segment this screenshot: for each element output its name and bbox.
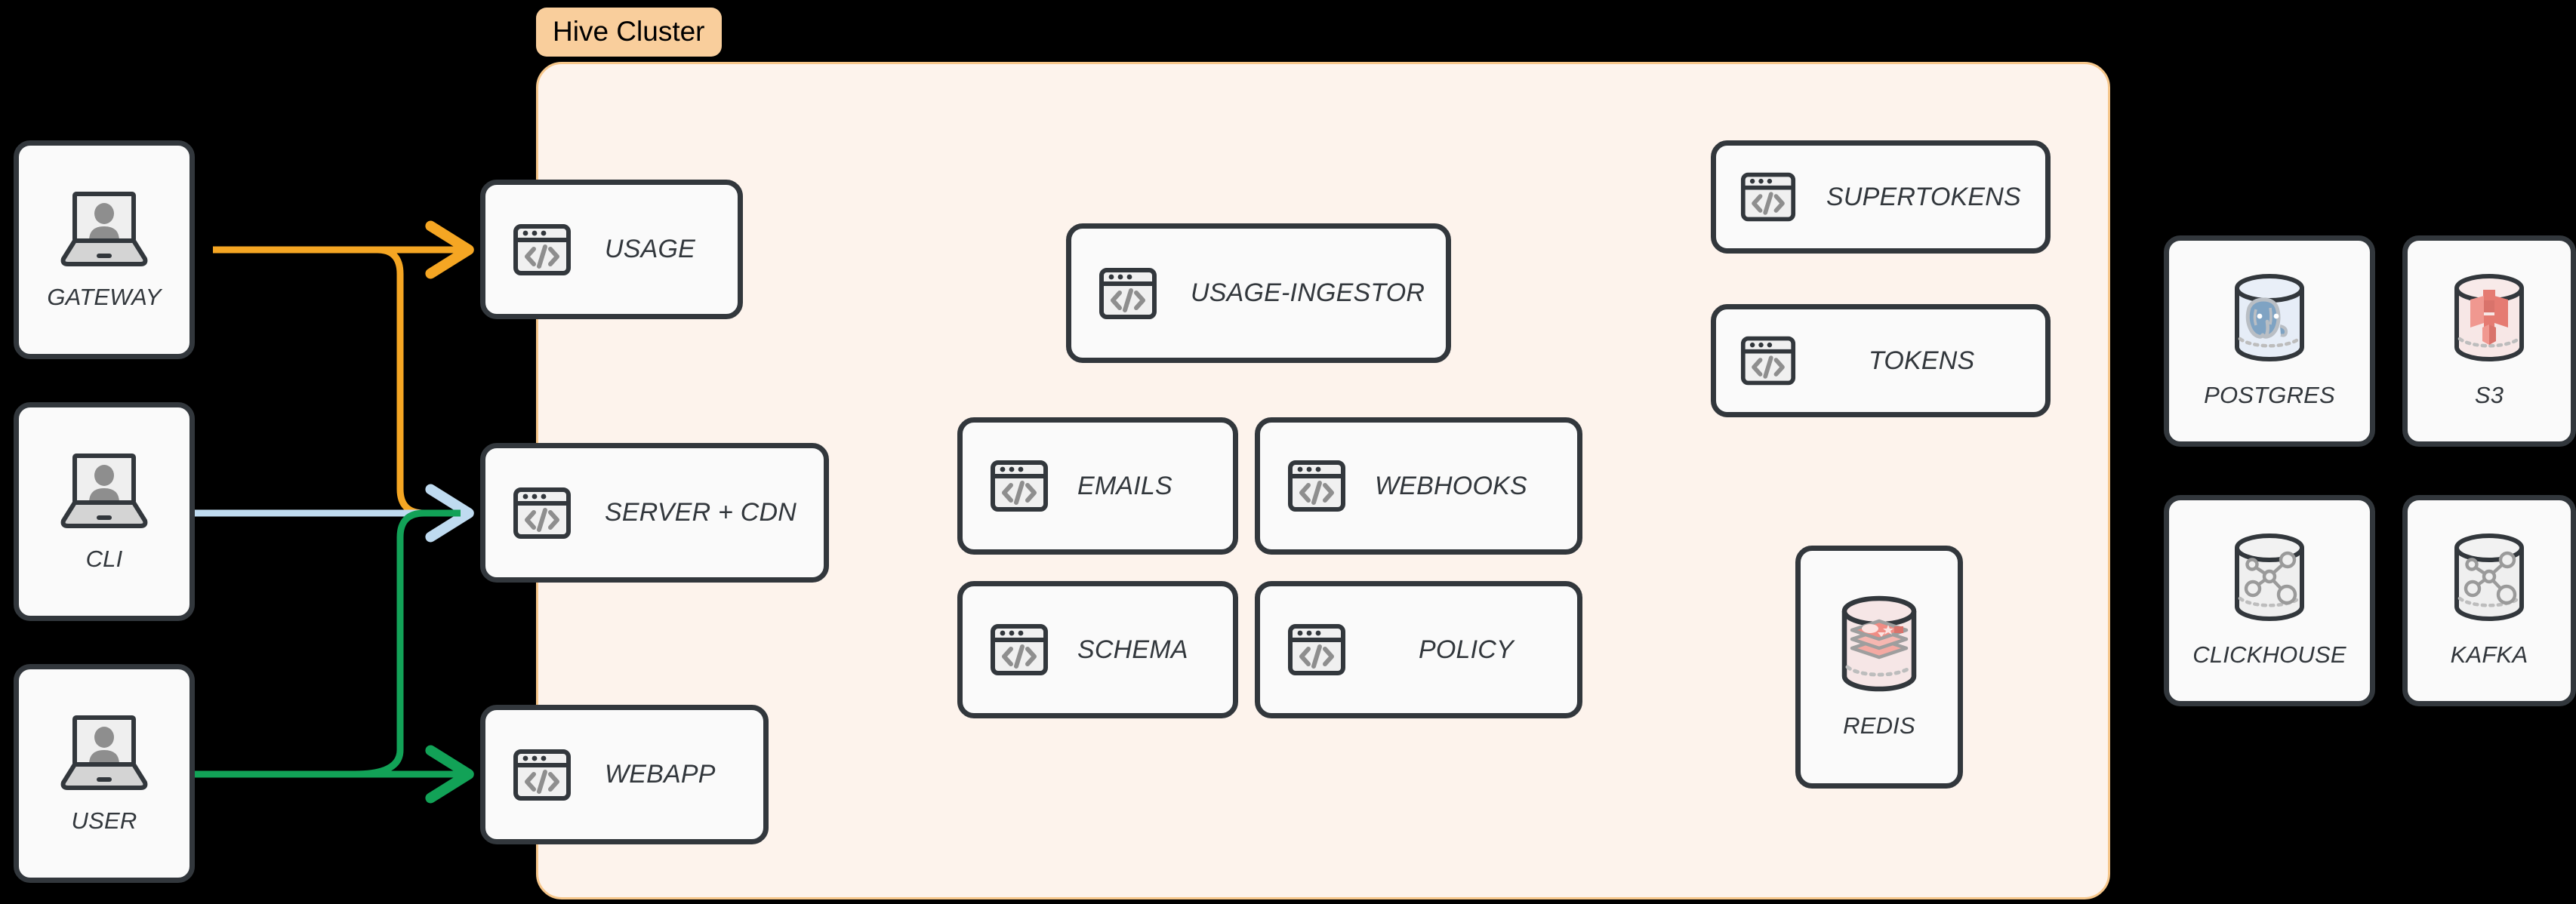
code-window-icon [513,746,572,804]
datastore-label: KAFKA [2450,641,2528,668]
service-node-tokens[interactable]: TOKENS [1711,304,2051,417]
code-window-icon [1287,457,1346,515]
datastore-node-redis[interactable]: REDIS [1795,546,1963,789]
client-node-cli[interactable]: CLI [14,402,195,621]
wire-user-to-server [354,509,461,778]
client-label: CLI [85,546,123,572]
service-node-webhooks[interactable]: WEBHOOKS [1255,417,1582,555]
datastore-node-s3[interactable]: S3 [2402,235,2576,447]
datastore-node-kafka[interactable]: KAFKA [2402,495,2576,706]
service-label: SCHEMA [1077,635,1188,664]
service-node-server-cdn[interactable]: SERVER + CDN [480,443,829,583]
hive-cluster-badge-label: Hive Cluster [553,16,705,47]
service-label: SUPERTOKENS [1826,182,2021,211]
s3-database-icon [2445,273,2534,365]
code-window-icon [1287,620,1346,679]
datastore-label: CLICKHOUSE [2192,641,2346,668]
service-node-policy[interactable]: POLICY [1255,581,1582,718]
redis-database-icon [1831,595,1927,696]
datastore-label: REDIS [1843,712,1915,739]
service-label: SERVER + CDN [605,498,797,527]
service-label: TOKENS [1869,346,1975,375]
service-node-schema[interactable]: SCHEMA [957,581,1238,718]
service-label: POLICY [1419,635,1514,664]
laptop-user-icon [57,189,151,267]
postgres-database-icon [2225,273,2314,365]
service-label: WEBAPP [605,760,716,789]
datastore-label: S3 [2474,382,2504,408]
service-node-usage[interactable]: USAGE [480,180,743,319]
generic-database-icon [2445,533,2534,625]
datastore-node-postgres[interactable]: POSTGRES [2164,235,2375,447]
hive-cluster-badge: Hive Cluster [536,8,722,57]
service-label: USAGE-INGESTOR [1191,278,1425,307]
code-window-icon [513,220,572,279]
client-node-user[interactable]: USER [14,664,195,883]
wire-gateway-to-server [213,246,461,517]
service-label: WEBHOOKS [1375,471,1527,500]
generic-database-icon [2225,533,2314,625]
datastore-node-clickhouse[interactable]: CLICKHOUSE [2164,495,2375,706]
code-window-icon [990,457,1049,515]
laptop-user-icon [57,450,151,529]
datastore-label: POSTGRES [2204,382,2335,408]
service-node-emails[interactable]: EMAILS [957,417,1238,555]
client-node-gateway[interactable]: GATEWAY [14,140,195,359]
code-window-icon [1740,333,1796,389]
code-window-icon [1740,169,1796,225]
code-window-icon [1098,264,1157,323]
service-label: EMAILS [1077,471,1172,500]
service-node-usage-ingestor[interactable]: USAGE-INGESTOR [1066,223,1451,363]
service-node-webapp[interactable]: WEBAPP [480,705,769,844]
client-label: GATEWAY [47,284,162,310]
service-label: USAGE [605,235,696,263]
laptop-user-icon [57,712,151,791]
code-window-icon [990,620,1049,679]
code-window-icon [513,484,572,543]
client-label: USER [71,807,137,834]
service-node-supertokens[interactable]: SUPERTOKENS [1711,140,2051,254]
